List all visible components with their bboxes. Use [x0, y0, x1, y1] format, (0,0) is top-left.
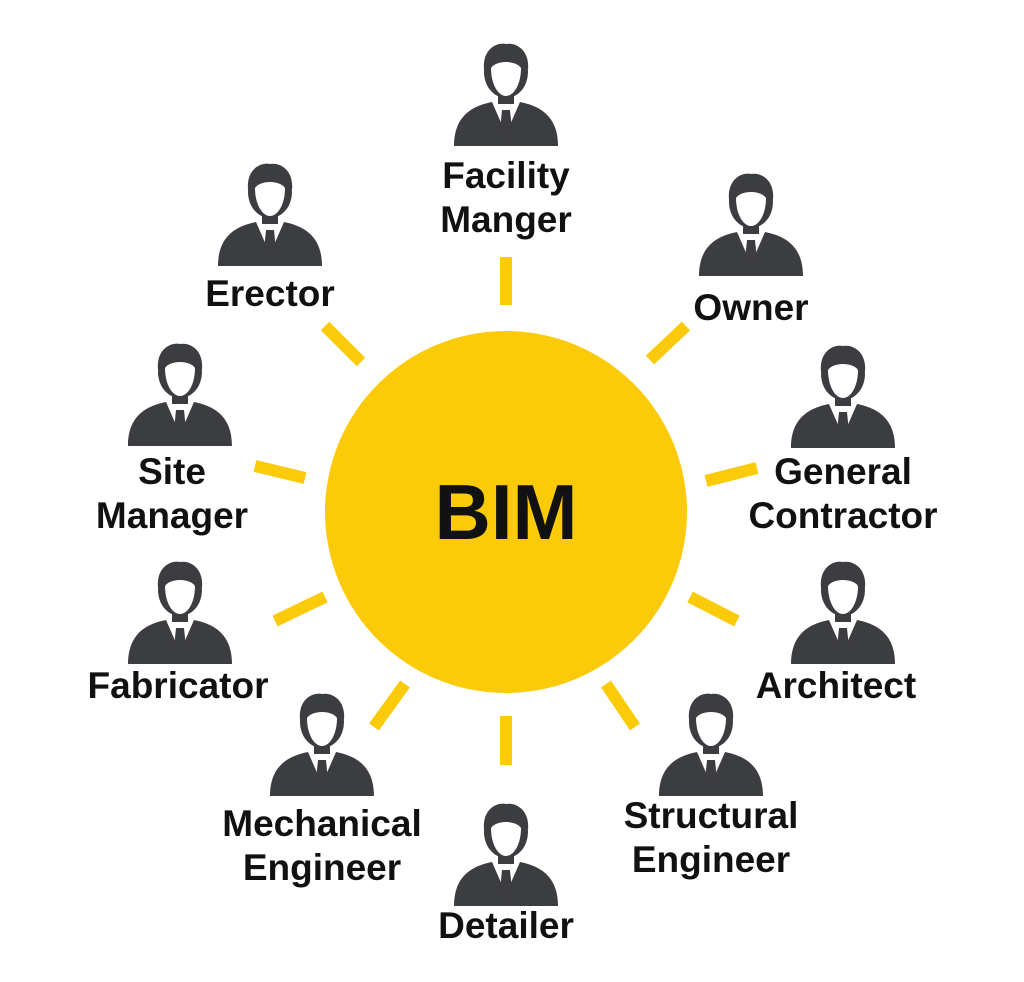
businessman-icon	[454, 43, 558, 146]
connector-ray	[687, 591, 740, 627]
businessman-icon	[791, 345, 895, 448]
role-owner: Owner	[693, 173, 809, 328]
hub-label: BIM	[435, 468, 578, 556]
role-label-line: Manager	[96, 495, 248, 536]
role-label-line: Structural	[624, 795, 799, 836]
connector-ray	[253, 460, 307, 484]
role-label-line: Site	[138, 451, 206, 492]
role-label: Architect	[756, 665, 916, 706]
role-label-line: Architect	[756, 665, 916, 706]
connector-ray	[369, 680, 410, 731]
role-label-line: Contractor	[748, 495, 937, 536]
role-label: Fabricator	[88, 665, 269, 706]
businessman-icon	[128, 343, 232, 446]
role-label-line: Mechanical	[222, 803, 421, 844]
businessman-icon	[454, 803, 558, 906]
businessman-icon	[128, 561, 232, 664]
connector-ray	[601, 680, 640, 731]
role-label-line: Manger	[440, 199, 572, 240]
connector-ray	[320, 321, 366, 367]
role-label-line: Owner	[693, 287, 808, 328]
role-detailer: Detailer	[438, 803, 574, 946]
bim-hub-circle	[325, 331, 687, 693]
role-fabricator: Fabricator	[88, 561, 269, 706]
connector-ray	[272, 591, 328, 627]
businessman-icon	[699, 173, 803, 276]
connector-ray	[645, 321, 691, 365]
role-erector: Erector	[205, 163, 335, 314]
businessman-icon	[270, 693, 374, 796]
role-label-line: General	[774, 451, 912, 492]
role-label: Detailer	[438, 905, 574, 946]
businessman-icon	[659, 693, 763, 796]
role-architect: Architect	[756, 561, 916, 706]
role-label-line: Fabricator	[88, 665, 269, 706]
businessman-icon	[791, 561, 895, 664]
role-label: Erector	[205, 273, 335, 314]
connector-rays	[253, 257, 759, 765]
role-label-line: Engineer	[243, 847, 401, 888]
role-label-line: Engineer	[632, 839, 790, 880]
role-label-line: Facility	[442, 155, 570, 196]
role-label-line: Erector	[205, 273, 335, 314]
role-label-line: Detailer	[438, 905, 574, 946]
connector-ray	[704, 462, 759, 487]
role-label: Owner	[693, 287, 808, 328]
businessman-icon	[218, 163, 322, 266]
